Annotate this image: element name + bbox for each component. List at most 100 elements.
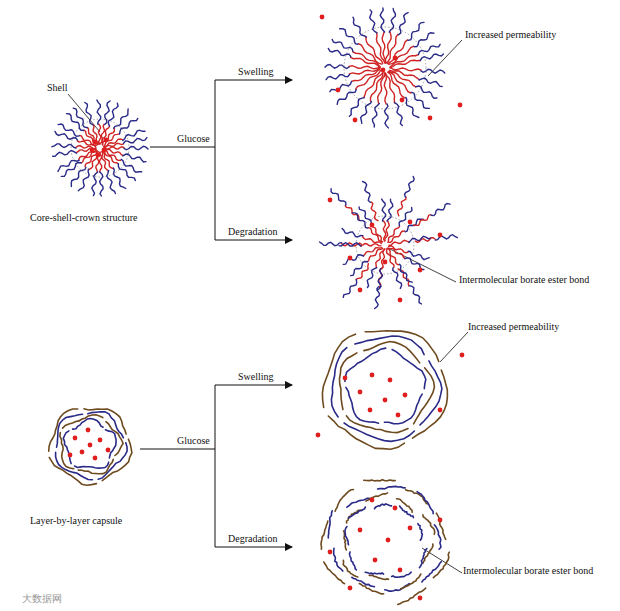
insulin-dot	[68, 453, 73, 458]
leader-lines	[68, 40, 468, 573]
polymer-chain	[400, 264, 413, 282]
callout-label: Increased permeability	[465, 29, 556, 41]
polymer-chain	[398, 197, 407, 216]
insulin-dot	[102, 148, 107, 153]
polymer-chain	[76, 148, 96, 152]
polymer-chain	[389, 246, 408, 253]
polymer-chain	[325, 65, 349, 69]
insulin-dot	[438, 408, 443, 413]
callout-label: Intermolecular borate ester bond	[459, 274, 589, 286]
capsule-layer	[345, 348, 386, 381]
polymer-chain	[380, 8, 384, 32]
capsule-layer	[392, 350, 426, 389]
polymer-chain	[386, 34, 398, 63]
capsule-layer	[417, 492, 433, 514]
insulin-dot	[460, 353, 465, 358]
insulin-dot	[368, 408, 373, 413]
polymer-chain	[416, 86, 437, 98]
polymer-chain	[372, 104, 379, 127]
polymer-chain	[320, 242, 342, 246]
insulin-dot	[398, 298, 403, 303]
polymer-chain	[406, 97, 419, 117]
insulin-dot	[400, 98, 405, 103]
insulin-dot	[88, 443, 93, 448]
polymer-chain	[359, 207, 371, 226]
insulin-dot	[336, 88, 341, 93]
polymer-chain	[361, 101, 372, 123]
capsule-layer	[369, 575, 388, 579]
polymer-chain	[104, 143, 124, 148]
polymer-chain	[340, 29, 358, 45]
polymer-chain	[405, 176, 415, 197]
capsule-layer	[324, 562, 345, 584]
insulin-dot	[353, 118, 358, 123]
polymer-chain	[67, 114, 84, 131]
capsule-layer	[334, 548, 343, 571]
polymer-chain	[78, 169, 89, 191]
capsule-layer	[423, 515, 435, 534]
polymer-chain	[387, 199, 393, 221]
polymer-chain	[408, 251, 429, 259]
insulin-dot	[408, 220, 413, 225]
polymer-chain	[331, 189, 346, 205]
polymer-chain	[104, 150, 119, 164]
insulin-dot	[403, 393, 408, 398]
caption-label: Layer-by-layer capsule	[30, 515, 122, 527]
insulin-dot	[388, 378, 393, 383]
polymer-chain	[96, 152, 101, 172]
polymer-chain	[414, 215, 431, 226]
polymer-chain	[431, 204, 450, 216]
polymer-chain	[377, 269, 382, 291]
process-label: Degradation	[228, 533, 277, 545]
polymer-chain	[371, 226, 382, 243]
polymer-chain	[418, 44, 440, 54]
polymer-chain	[393, 268, 402, 289]
insulin-dot	[320, 15, 325, 20]
insulin-dot	[370, 223, 375, 228]
polymer-chain	[398, 269, 409, 286]
polymer-chain	[123, 154, 146, 162]
capsule-layer	[355, 336, 424, 355]
polymer-chain	[368, 249, 383, 262]
insulin-dot	[358, 390, 363, 395]
polymer-chain	[107, 171, 116, 194]
insulin-dot	[393, 56, 398, 61]
insulin-dot	[358, 528, 363, 533]
polymer-chain	[328, 48, 351, 56]
polymer-chain	[388, 226, 399, 242]
insulin-dot	[381, 68, 386, 73]
polymer-chain	[353, 17, 366, 37]
polymer-chain	[104, 147, 124, 149]
process-label: Swelling	[238, 371, 274, 383]
polymer-chain	[343, 280, 356, 298]
polymer-chain	[108, 103, 118, 126]
polymer-chain	[71, 168, 86, 187]
insulin-dot	[393, 506, 398, 511]
capsule-layer	[347, 498, 369, 507]
polymer-chain	[387, 248, 394, 267]
capsule-layer	[350, 552, 357, 570]
polymer-chain	[73, 108, 87, 128]
polymer-chain	[120, 118, 138, 134]
polymer-chain	[370, 10, 377, 33]
capsule-layer	[346, 387, 379, 423]
insulin-dot	[96, 153, 101, 158]
polymer-chain	[58, 124, 79, 136]
polymer-chain	[342, 228, 363, 236]
watermark: 大数据网	[22, 593, 62, 605]
polymer-chain	[387, 249, 399, 265]
insulin-dot	[438, 233, 443, 238]
polymer-chain	[395, 103, 403, 126]
polymer-chain	[419, 78, 442, 86]
insulin-dot	[428, 116, 433, 121]
insulin-dot	[383, 260, 388, 265]
capsule-layer	[420, 361, 442, 425]
polymer-chain	[100, 172, 104, 196]
capsule-layer	[398, 588, 426, 604]
polymer-chain	[61, 163, 81, 177]
capsule-layer	[106, 430, 117, 458]
caption-label: Core-shell-crown structure	[30, 212, 137, 224]
polymer-chain	[58, 160, 79, 171]
polymer-chain	[330, 82, 352, 92]
capsule-layer	[364, 480, 396, 481]
